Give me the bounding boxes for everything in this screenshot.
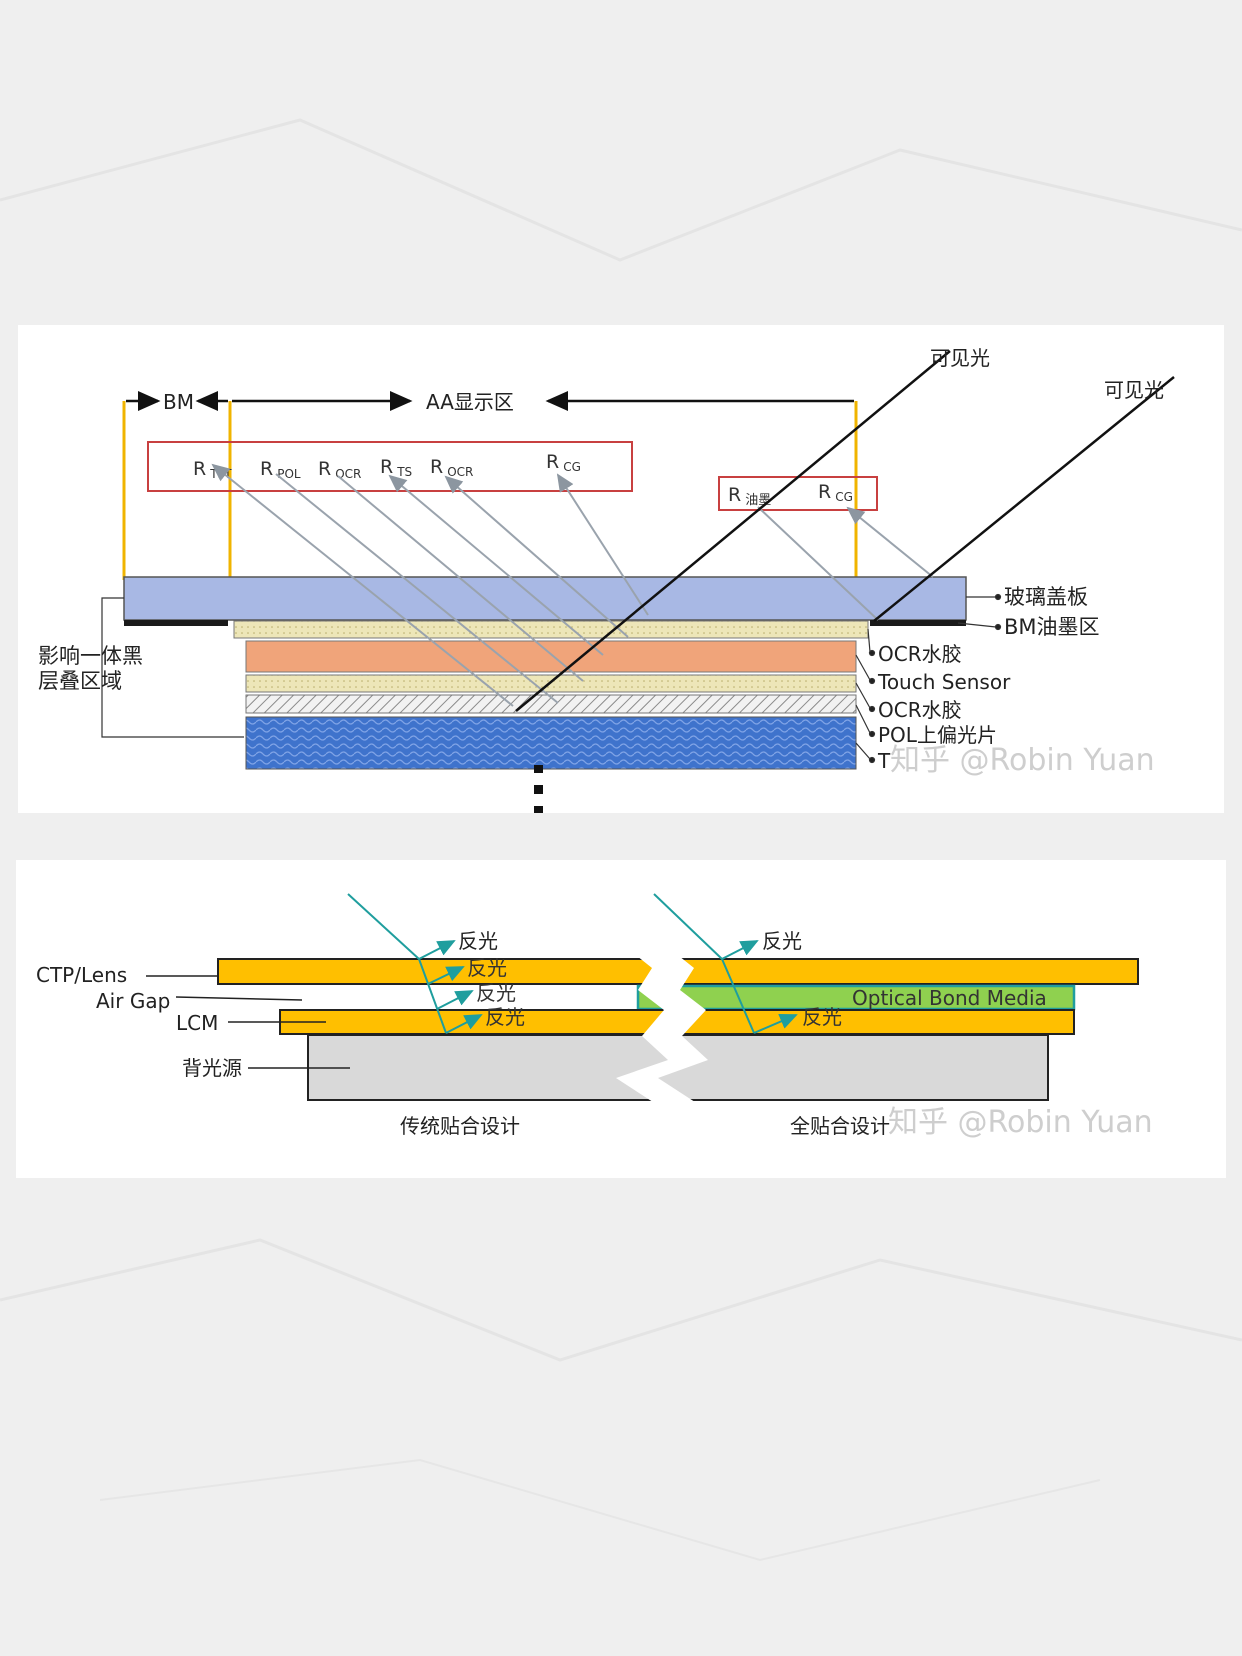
ray-ink bbox=[757, 506, 879, 621]
label-touch-sensor: Touch Sensor bbox=[877, 670, 1011, 694]
ray-ocr bbox=[337, 475, 584, 682]
reflection-arrow-left-2 bbox=[427, 966, 465, 985]
label-tft: T bbox=[877, 749, 891, 773]
pol-layer bbox=[245, 694, 857, 714]
bm-ink-right bbox=[870, 620, 966, 626]
label-ocr-glue-2: OCR水胶 bbox=[878, 698, 962, 722]
optical-bond-media-label: Optical Bond Media bbox=[852, 986, 1047, 1010]
watermark-bottom: 知乎 @Robin Yuan bbox=[888, 1105, 1153, 1140]
ocr-glue-layer-1 bbox=[233, 620, 869, 639]
reflection-label-left-2: 反光 bbox=[467, 956, 507, 980]
air-gap-label: Air Gap bbox=[96, 989, 170, 1013]
ctp-lens-label: CTP/Lens bbox=[36, 963, 127, 987]
label-ocr-glue-1: OCR水胶 bbox=[878, 642, 962, 666]
ray-ts bbox=[388, 474, 604, 656]
ray-pol bbox=[275, 473, 559, 704]
reflection-arrow-right-2 bbox=[753, 1013, 798, 1034]
layer-leaders bbox=[855, 593, 1002, 764]
ray-tft bbox=[211, 463, 514, 707]
ray-ocr2 bbox=[444, 475, 629, 638]
touch-sensor-layer bbox=[245, 640, 857, 673]
bm-dimension-label: BM bbox=[163, 390, 194, 414]
bonding-comparison-diagram: 反光 反光 反光 反光 反光 反光 Optical Bond Media CTP… bbox=[36, 893, 1153, 1140]
incident-light-left bbox=[347, 893, 420, 960]
label-pol: POL上偏光片 bbox=[878, 723, 997, 747]
ray-cg-bm bbox=[846, 506, 934, 578]
reflection-label-right-1: 反光 bbox=[762, 929, 802, 953]
reflection-arrow-left-3 bbox=[436, 990, 474, 1010]
caption-full-lamination: 全贴合设计 bbox=[790, 1114, 890, 1138]
bonding-comparison-panel: 反光 反光 反光 反光 反光 反光 Optical Bond Media CTP… bbox=[16, 860, 1226, 1178]
watermark-top: 知乎 @Robin Yuan bbox=[890, 743, 1155, 778]
reflection-label-right-2: 反光 bbox=[802, 1005, 842, 1029]
reflection-arrow-right-1 bbox=[721, 940, 759, 960]
continuation-dash-2 bbox=[534, 785, 543, 794]
reflection-label-left-4: 反光 bbox=[485, 1005, 525, 1029]
stack-bracket bbox=[101, 597, 244, 738]
reflection-label-left-1: 反光 bbox=[458, 929, 498, 953]
backlight-label: 背光源 bbox=[182, 1056, 242, 1080]
label-bm-ink: BM油墨区 bbox=[1004, 615, 1100, 639]
tft-layer bbox=[245, 716, 857, 770]
visible-light-ray-bm bbox=[873, 376, 1175, 622]
visible-light-label-1: 可见光 bbox=[930, 346, 990, 370]
aa-dimension-label: AA显示区 bbox=[426, 390, 514, 414]
reflection-arrow-left-4 bbox=[445, 1014, 483, 1034]
label-cover-glass: 玻璃盖板 bbox=[1004, 585, 1088, 609]
visible-light-label-2: 可见光 bbox=[1104, 378, 1164, 402]
incident-light-right bbox=[653, 893, 723, 960]
visible-light-ray-aa bbox=[515, 350, 951, 712]
air-gap-leader bbox=[175, 996, 303, 1001]
reflection-arrow-left-1 bbox=[418, 940, 456, 960]
continuation-dash-3 bbox=[534, 806, 543, 813]
bm-ink-left bbox=[124, 620, 228, 626]
break-cutout bbox=[616, 952, 708, 1110]
reflection-label-left-3: 反光 bbox=[476, 981, 516, 1005]
caption-traditional: 传统贴合设计 bbox=[400, 1114, 520, 1138]
lcm-label: LCM bbox=[176, 1011, 218, 1035]
side-label-line-1: 影响一体黑 bbox=[38, 644, 143, 668]
refracted-light-right bbox=[721, 958, 755, 1034]
continuation-dash-1 bbox=[534, 765, 543, 773]
bm-reflection-box bbox=[718, 476, 878, 511]
ray-cg bbox=[556, 473, 649, 616]
refracted-light-left bbox=[418, 958, 447, 1034]
side-label-line-2: 层叠区域 bbox=[38, 669, 122, 693]
